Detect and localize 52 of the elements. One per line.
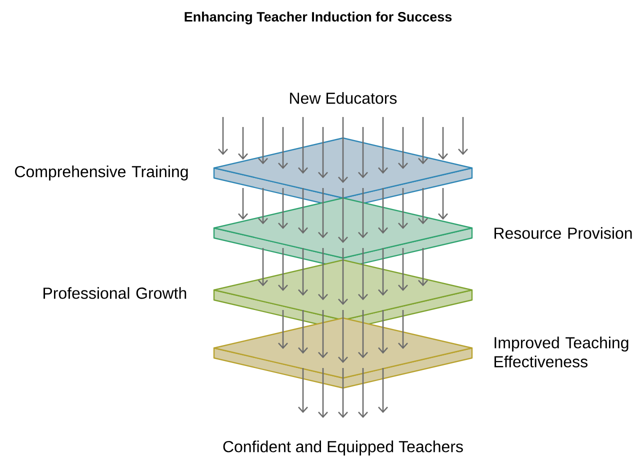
arrow — [398, 127, 408, 169]
arrow — [238, 127, 248, 160]
arrow — [298, 188, 308, 234]
arrow — [458, 117, 468, 155]
arrow — [418, 117, 428, 164]
arrow — [338, 248, 348, 305]
layer-label: Improved Teaching Effectiveness — [494, 336, 628, 368]
arrow — [338, 310, 348, 363]
arrow — [218, 117, 228, 155]
arrow — [298, 117, 308, 174]
arrow — [438, 188, 448, 220]
arrow — [318, 127, 328, 178]
arrow — [298, 368, 308, 413]
layer-label: Resource Provision — [494, 227, 632, 239]
arrow — [318, 368, 328, 418]
arrow — [278, 248, 288, 291]
arrow — [378, 188, 388, 234]
arrow — [358, 248, 368, 300]
arrow — [398, 188, 408, 229]
arrow — [298, 310, 308, 354]
arrow — [278, 310, 288, 349]
arrow — [358, 368, 368, 418]
arrow — [378, 310, 388, 354]
arrow — [238, 188, 248, 220]
arrow — [358, 127, 368, 178]
arrow — [378, 248, 388, 296]
arrow — [338, 117, 348, 183]
arrow — [318, 310, 328, 358]
arrow — [438, 127, 448, 160]
arrow — [258, 248, 268, 286]
arrow — [258, 188, 268, 224]
flow-label: New Educators — [290, 92, 397, 104]
layer-label: Professional Growth — [44, 287, 186, 299]
arrow — [358, 310, 368, 358]
arrow — [278, 188, 288, 229]
arrow — [278, 127, 288, 169]
arrow — [398, 248, 408, 291]
arrow — [398, 310, 408, 349]
arrow — [378, 117, 388, 174]
arrow — [418, 248, 428, 286]
arrow — [298, 248, 308, 296]
arrow — [318, 188, 328, 238]
flow-label: Confident and Equipped Teachers — [223, 440, 463, 456]
arrow — [358, 188, 368, 238]
arrow — [338, 188, 348, 243]
title: Enhancing Teacher Induction for Success — [184, 12, 452, 24]
arrow — [378, 368, 388, 413]
arrow — [418, 188, 428, 224]
arrow — [338, 368, 348, 418]
layer-label: Comprehensive Training — [15, 166, 188, 180]
arrow — [318, 248, 328, 300]
arrow — [258, 117, 268, 164]
